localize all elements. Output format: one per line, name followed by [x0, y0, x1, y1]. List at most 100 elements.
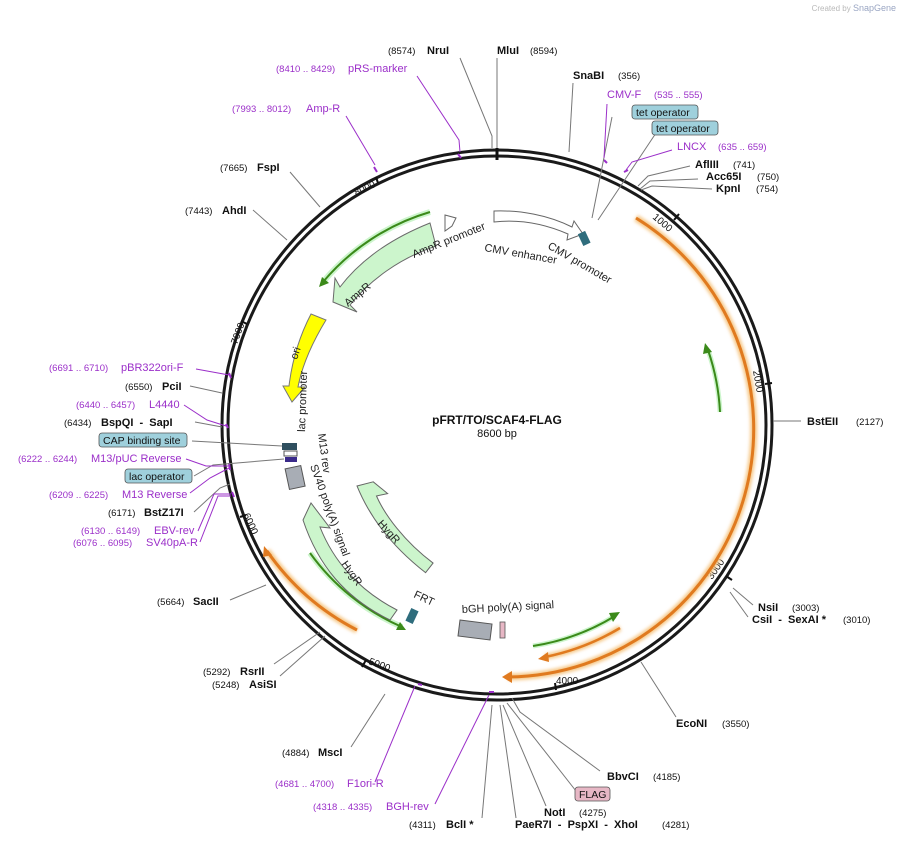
ampr-feature[interactable] [332, 222, 437, 313]
tet-operator-2-box[interactable] [651, 120, 719, 136]
enzyme-mlui[interactable]: MluI [497, 45, 519, 57]
orf-short-arc[interactable] [544, 626, 621, 659]
leader-rsrii [273, 631, 321, 665]
tick-1000 [673, 213, 680, 221]
enzyme-pcii[interactable]: PciI [162, 381, 182, 393]
leader-ahdi [252, 209, 288, 241]
leader-tet2 [597, 132, 657, 221]
enzyme-pos-sacii: (5664) [157, 597, 184, 608]
enzyme-bbvci[interactable]: BbvCI [607, 771, 639, 783]
primer-site-marks [225, 153, 629, 693]
green-arc-bottom[interactable] [532, 615, 616, 647]
enzyme-bcli[interactable]: BclI * [446, 819, 474, 831]
green-arc-top[interactable] [322, 211, 431, 283]
leader-sacii [229, 584, 267, 601]
tick-label-8000: 8000 [353, 179, 378, 199]
enzyme-pos-kpni: (754) [756, 184, 778, 195]
primer-ebv-rev[interactable]: EBV-rev [154, 525, 195, 537]
primer-prs-marker[interactable]: pRS-marker [348, 63, 408, 75]
orf-left-arc[interactable] [265, 550, 358, 632]
enzyme-msci[interactable]: MscI [318, 747, 342, 759]
flag-box[interactable] [574, 786, 611, 802]
enzyme-paer7i-pspxi-xhoi[interactable]: PaeR7I - PspXI - XhoI [515, 819, 638, 831]
enzyme-snabi[interactable]: SnaBI [573, 70, 604, 82]
enzyme-asisi[interactable]: AsiSI [249, 679, 277, 691]
plasmid-name: pFRT/TO/SCAF4-FLAG [432, 413, 562, 427]
hygr-inner-feature[interactable] [353, 481, 437, 574]
leader-bstz17i [193, 483, 231, 513]
primer-pos-l4440: (6440 .. 6457) [76, 400, 135, 411]
enzyme-nsii[interactable]: NsiI [758, 602, 778, 614]
leader-acc65i [639, 178, 699, 190]
tet-operator-1-box[interactable] [631, 104, 699, 120]
snapgene-logo-text: SnapGene [852, 3, 896, 13]
enzyme-aflii[interactable]: AflIII [695, 159, 719, 171]
enzyme-pos-bcli: (4311) [409, 820, 436, 831]
enzyme-pos-bstz17i: (6171) [108, 508, 135, 519]
cmv-promoter-box[interactable] [577, 230, 591, 247]
scaf4-orf-arc[interactable] [507, 216, 756, 679]
enzyme-csii-sexai[interactable]: CsiI - SexAI * [752, 614, 827, 626]
tick-5000 [361, 659, 367, 668]
cap-binding-site-label: CAP binding site [103, 435, 181, 447]
enzyme-bsteii[interactable]: BstEII [807, 416, 838, 428]
enzyme-nrui[interactable]: NruI [427, 45, 449, 57]
leader-aflii [637, 165, 691, 187]
primer-f1ori-r[interactable]: F1ori-R [347, 778, 384, 790]
green-arc-top-arrowhead [319, 277, 329, 287]
primer-cmv-f[interactable]: CMV-F [607, 89, 642, 101]
primer-pos-m13puc: (6222 .. 6244) [18, 454, 77, 465]
primer-m13-puc-reverse[interactable]: M13/pUC Reverse [91, 453, 181, 465]
primer-m13-reverse[interactable]: M13 Reverse [122, 489, 187, 501]
primer-pos-m13rev: (6209 .. 6225) [49, 490, 108, 501]
leader-tet1 [591, 116, 613, 219]
ampr-promoter-feature[interactable] [444, 214, 457, 232]
enzyme-kpni[interactable]: KpnI [716, 183, 740, 195]
sv40-polya-box[interactable] [284, 464, 306, 491]
lac-promoter-marker[interactable] [283, 450, 298, 457]
enzyme-pos-msci: (4884) [282, 748, 309, 759]
lac-operator-marker[interactable] [285, 457, 297, 462]
enzyme-pos-rsrii: (5292) [203, 667, 230, 678]
primer-l4440[interactable]: L4440 [149, 399, 180, 411]
green-arc-hygr[interactable] [309, 552, 403, 628]
ori-label: ori [288, 346, 303, 361]
green-arc-right[interactable] [707, 349, 721, 413]
primer-sv40pa-r[interactable]: SV40pA-R [146, 537, 198, 549]
primer-pbr322ori-f[interactable]: pBR322ori-F [121, 362, 184, 374]
enzyme-noti[interactable]: NotI [544, 807, 565, 819]
cmv-enhancer-feature[interactable] [493, 210, 584, 241]
lac-operator-box[interactable] [124, 468, 193, 484]
ori-feature[interactable] [282, 313, 327, 403]
primer-lncx[interactable]: LNCX [677, 141, 707, 153]
leader-sv40pa [199, 495, 231, 543]
tick-3000 [725, 575, 733, 581]
enzyme-pos-nrui: (8574) [388, 46, 415, 57]
primer-pos-amp-r: (7993 .. 8012) [232, 104, 291, 115]
frt-box[interactable] [405, 607, 419, 625]
leader-flag [506, 702, 577, 792]
enzyme-bstz17i[interactable]: BstZ17I [144, 507, 184, 519]
enzyme-rsrii[interactable]: RsrII [240, 666, 264, 678]
enzyme-pos-fspi: (7665) [220, 163, 247, 174]
enzyme-acc65i[interactable]: Acc65I [706, 171, 741, 183]
enzyme-ahdi[interactable]: AhdI [222, 205, 246, 217]
cap-site-marker[interactable] [282, 443, 297, 450]
primer-mark-cmvf [603, 159, 608, 164]
enzyme-econi[interactable]: EcoNI [676, 718, 707, 730]
green-arc-right-glow [705, 349, 723, 413]
primer-bgh-rev[interactable]: BGH-rev [386, 801, 429, 813]
enzyme-bspqi-sapi[interactable]: BspQI - SapI [101, 417, 173, 429]
bgh-polya-box[interactable] [457, 619, 493, 641]
enzyme-sacii[interactable]: SacII [193, 596, 219, 608]
enzyme-pos-econi: (3550) [722, 719, 749, 730]
enzyme-fspi[interactable]: FspI [257, 162, 280, 174]
leader-kpni [640, 185, 713, 191]
enzyme-pos-bspqi: (6434) [64, 418, 91, 429]
cap-binding-site-box[interactable] [98, 432, 188, 448]
flag-marker[interactable] [499, 621, 506, 639]
tick-8000 [375, 176, 379, 184]
primer-amp-r[interactable]: Amp-R [306, 103, 340, 115]
hygr-outer-feature[interactable] [302, 502, 398, 621]
